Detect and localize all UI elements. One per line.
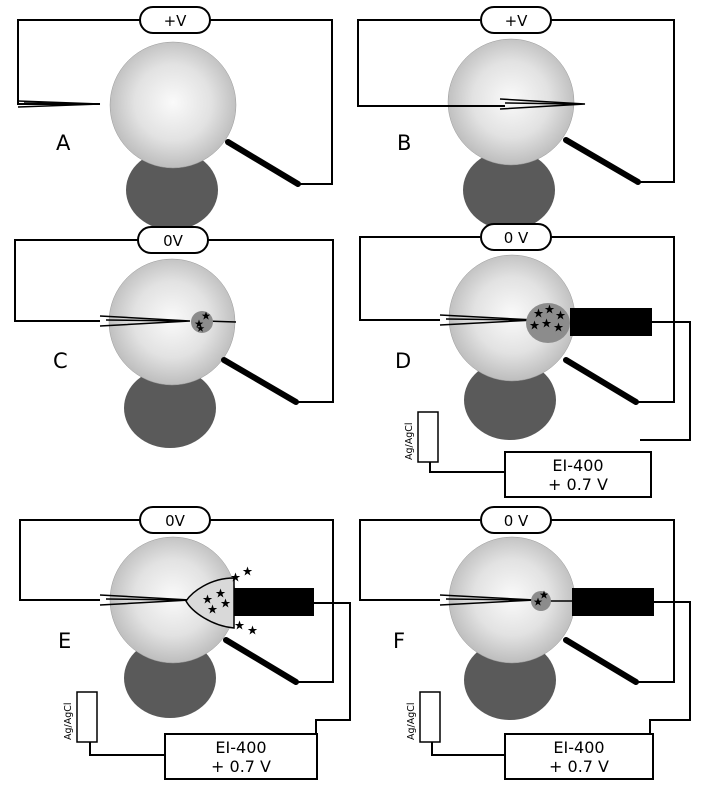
voltage-source-box [480, 223, 552, 251]
carbon-fiber-electrode [234, 588, 314, 616]
panel-b: +V B [357, 6, 675, 230]
holding-electrode [563, 637, 639, 685]
voltage-source-box [480, 6, 552, 34]
holding-electrode [223, 637, 299, 685]
holding-electrode [221, 357, 299, 405]
released-star [247, 625, 258, 635]
circuit-wire [359, 519, 480, 601]
reference-wire [431, 742, 505, 756]
reference-wire [429, 462, 505, 473]
panel-c: 0V C [14, 226, 334, 448]
released-star [242, 566, 253, 576]
amplifier-setting: + 0.7 V [548, 475, 608, 494]
support-pipette-tip [124, 368, 216, 448]
circuit-wire [210, 19, 333, 185]
patch-pipette [99, 315, 191, 327]
panel-label: F [393, 629, 405, 653]
patch-pipette-inner [445, 318, 527, 321]
voltage-source-box [480, 506, 552, 534]
circuit-wire [14, 239, 138, 322]
panel-e: EI-400 + 0.7 V Ag/AgCl 0V E [19, 506, 351, 780]
cell [447, 38, 575, 166]
holding-electrode [563, 357, 639, 405]
reference-electrode-label: Ag/AgCl [406, 702, 417, 740]
patch-pipette-inner [445, 598, 527, 601]
panel-a: +V A [17, 6, 333, 230]
amplifier-wire [314, 602, 351, 740]
patch-pipette [499, 98, 586, 110]
amplifier-setting: + 0.7 V [211, 757, 271, 776]
carbon-fiber-electrode [570, 308, 652, 336]
holding-electrode [563, 137, 641, 185]
voltage-label: +V [505, 12, 529, 30]
circuit-wire [359, 236, 480, 321]
circuit-wire [208, 239, 334, 403]
reference-electrode [419, 691, 441, 743]
reference-electrode [76, 691, 98, 743]
circuit-wire [550, 236, 675, 403]
patch-pipette-inner [23, 102, 93, 105]
patch-pipette-inner [105, 319, 183, 322]
amplifier-name: EI-400 [552, 456, 603, 475]
voltage-source-box [139, 6, 211, 34]
support-pipette-tip [464, 360, 556, 440]
support-pipette-tip [463, 150, 555, 230]
amplifier-box [504, 733, 654, 780]
reference-electrode [417, 411, 439, 463]
panel-label: A [56, 131, 71, 155]
circuit-wire [550, 19, 675, 183]
circuit-wire [19, 519, 140, 601]
panel-label: E [58, 629, 71, 653]
amplifier-wire [640, 321, 691, 441]
amplifier-wire [649, 601, 691, 740]
circuit-wire [357, 19, 505, 107]
amplifier-name: EI-400 [215, 738, 266, 757]
support-pipette-tip [126, 150, 218, 230]
carbon-fiber-electrode [572, 588, 654, 616]
reference-electrode-label: Ag/AgCl [63, 702, 74, 740]
voltage-label: 0V [165, 512, 186, 530]
holding-electrode [225, 139, 301, 187]
patch-pipette [17, 100, 101, 108]
released-star [234, 620, 245, 630]
patch-pipette-inner [504, 102, 576, 105]
reference-electrode-label: Ag/AgCl [404, 422, 415, 460]
voltage-label: +V [164, 12, 188, 30]
voltage-label: 0 V [504, 512, 529, 530]
amplifier-box [164, 733, 318, 780]
panel-label: D [395, 349, 411, 373]
patch-pipette-inner [105, 598, 183, 601]
panel-label: C [53, 349, 68, 373]
voltage-label: 0V [163, 232, 184, 250]
circuit-wire [210, 519, 334, 683]
cell [109, 41, 237, 169]
voltage-source-box [137, 226, 209, 254]
panel-f: EI-400 + 0.7 V Ag/AgCl 0 V F [359, 506, 691, 780]
reference-wire [89, 742, 165, 756]
support-pipette-tip [464, 640, 556, 720]
panel-d: EI-400 + 0.7 V Ag/AgCl 0 V D [359, 223, 691, 498]
amplifier-setting: + 0.7 V [549, 757, 609, 776]
voltage-source-box [139, 506, 211, 534]
amplifier-name: EI-400 [553, 738, 604, 757]
voltage-label: 0 V [504, 229, 529, 247]
amplifier-box [504, 451, 652, 498]
panel-label: B [397, 131, 411, 155]
